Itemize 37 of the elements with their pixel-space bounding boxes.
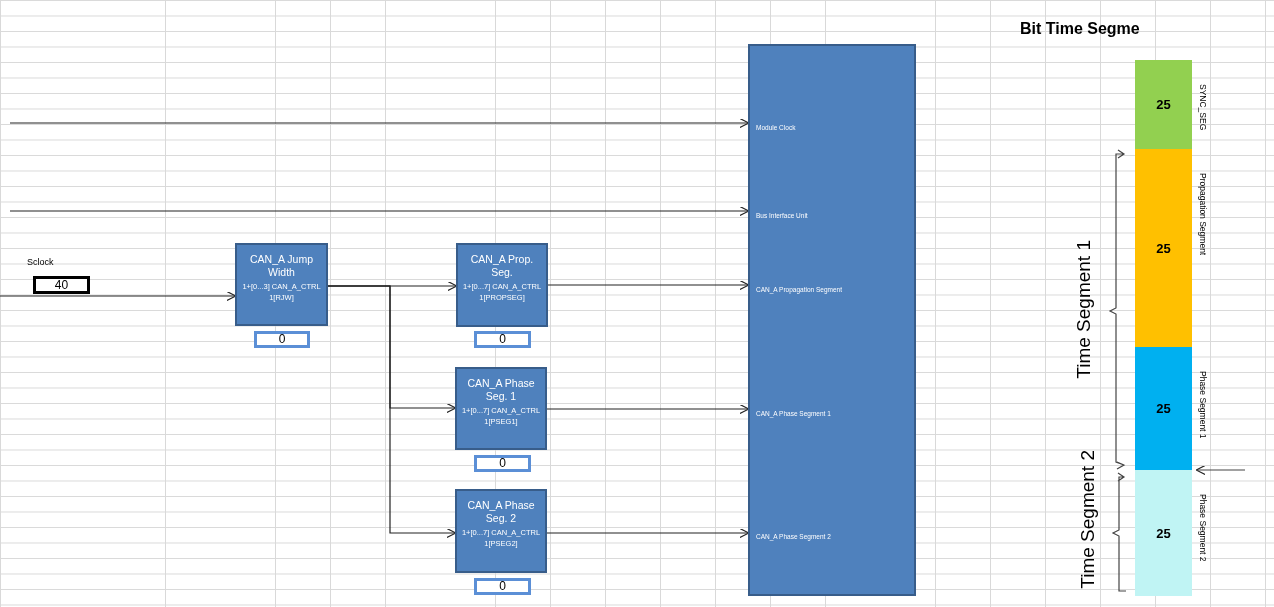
module-block [748,44,916,596]
box-title: CAN_A Jump Width [249,253,314,279]
bar-segment [1135,149,1192,347]
chart-title: Bit Time Segme [1020,20,1140,38]
arrow [9,205,750,217]
value-field: 0 [474,578,531,595]
brace-label: Time Segment 1 [1073,240,1095,379]
process-box [455,489,547,573]
segment-value: 25 [1156,401,1171,416]
arrow [546,527,750,539]
value-field: 0 [474,331,531,348]
box-title: CAN_A Phase Seg. 2 [466,499,536,525]
arrow [547,279,750,291]
bar-segment [1135,60,1192,149]
bar-segment [1135,470,1192,596]
segment-value: 25 [1156,525,1171,541]
bar-segment [1135,347,1192,470]
arrow [9,117,750,129]
arrow [0,290,237,302]
segment-label: SYNC_SEG [1198,84,1208,131]
brace-label: Time Segment 2 [1077,450,1099,589]
segment-label: Propagation Segment [1198,173,1208,256]
value-field: 0 [254,331,310,348]
value-field: 0 [474,455,531,472]
segment-label: Phase Segment 1 [1198,371,1208,439]
process-box [456,243,548,327]
segment-value: 25 [1156,97,1171,112]
arrow [327,285,457,539]
process-box [235,243,328,326]
segment-value: 25 [1156,240,1171,256]
box-title: CAN_A Prop. Seg. [469,253,535,279]
arrow [546,403,750,415]
field-label: Sclock [27,257,54,267]
value-field: 40 [33,276,90,294]
process-box [455,367,547,450]
segment-label: Phase Segment 2 [1198,494,1208,562]
box-title: CAN_A Phase Seg. 1 [466,377,536,403]
